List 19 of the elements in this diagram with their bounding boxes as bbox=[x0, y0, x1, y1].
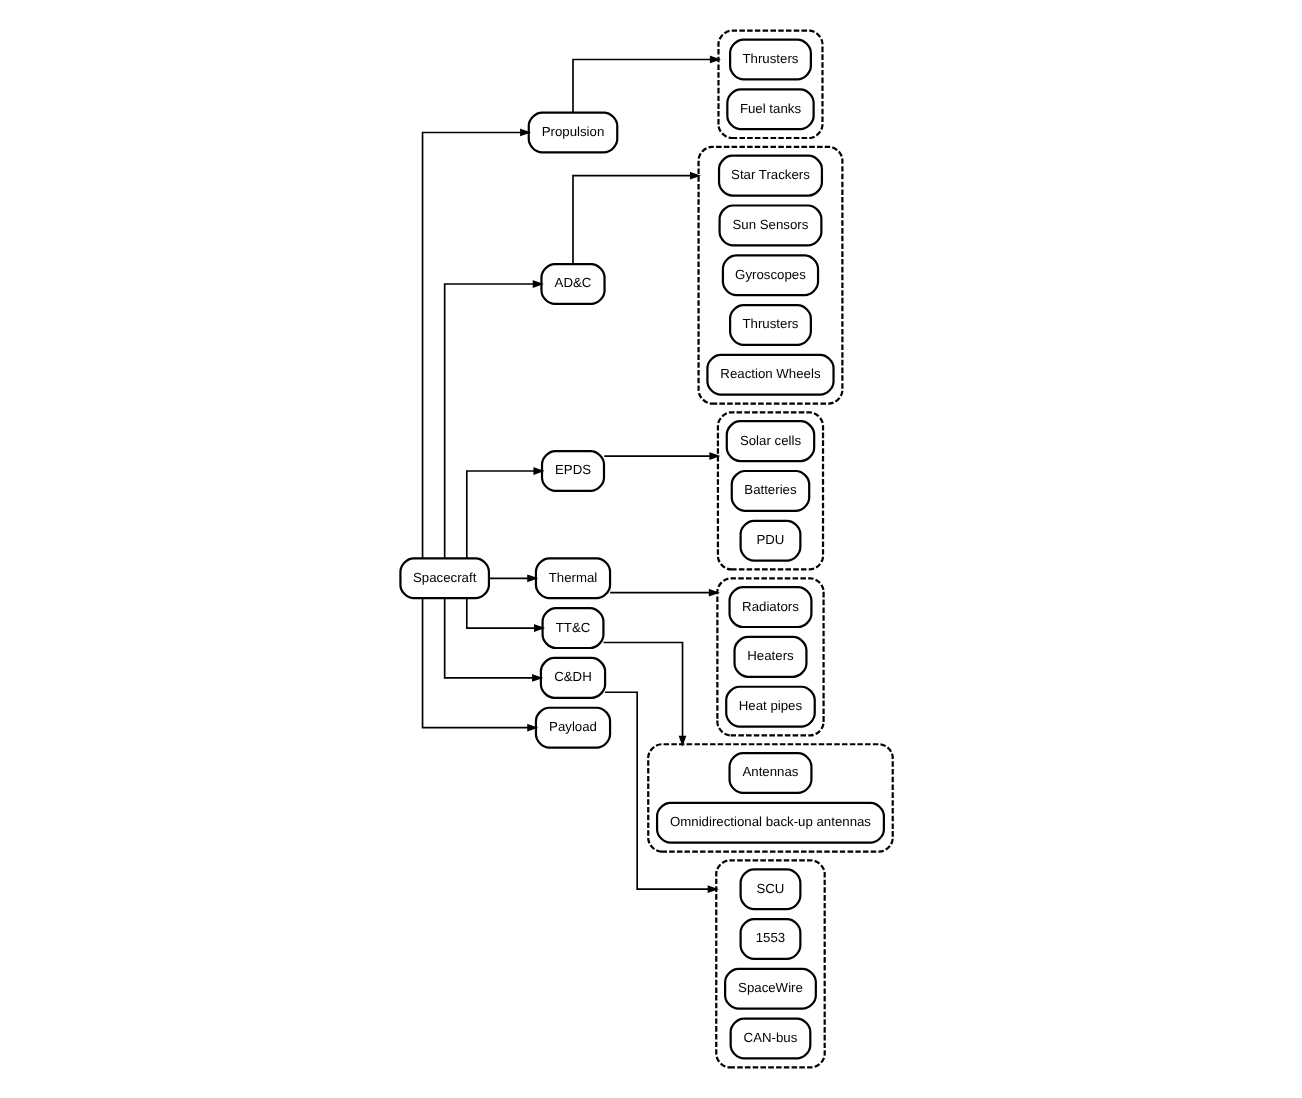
arrow bbox=[421, 128, 532, 560]
arrow bbox=[443, 597, 544, 682]
arrow bbox=[604, 691, 719, 894]
cluster bbox=[697, 145, 844, 405]
arrow bbox=[572, 55, 721, 114]
arrow bbox=[443, 280, 544, 559]
arrow bbox=[603, 452, 721, 460]
cluster bbox=[716, 577, 825, 737]
arrow bbox=[465, 467, 545, 559]
cluster bbox=[715, 859, 826, 1069]
cluster bbox=[716, 411, 825, 571]
arrow bbox=[602, 641, 687, 747]
arrow bbox=[421, 597, 539, 732]
arrow bbox=[609, 588, 720, 597]
arrow bbox=[465, 597, 546, 632]
arrow bbox=[488, 574, 539, 583]
cluster bbox=[717, 29, 824, 140]
arrow bbox=[572, 171, 702, 265]
cluster bbox=[647, 743, 894, 853]
